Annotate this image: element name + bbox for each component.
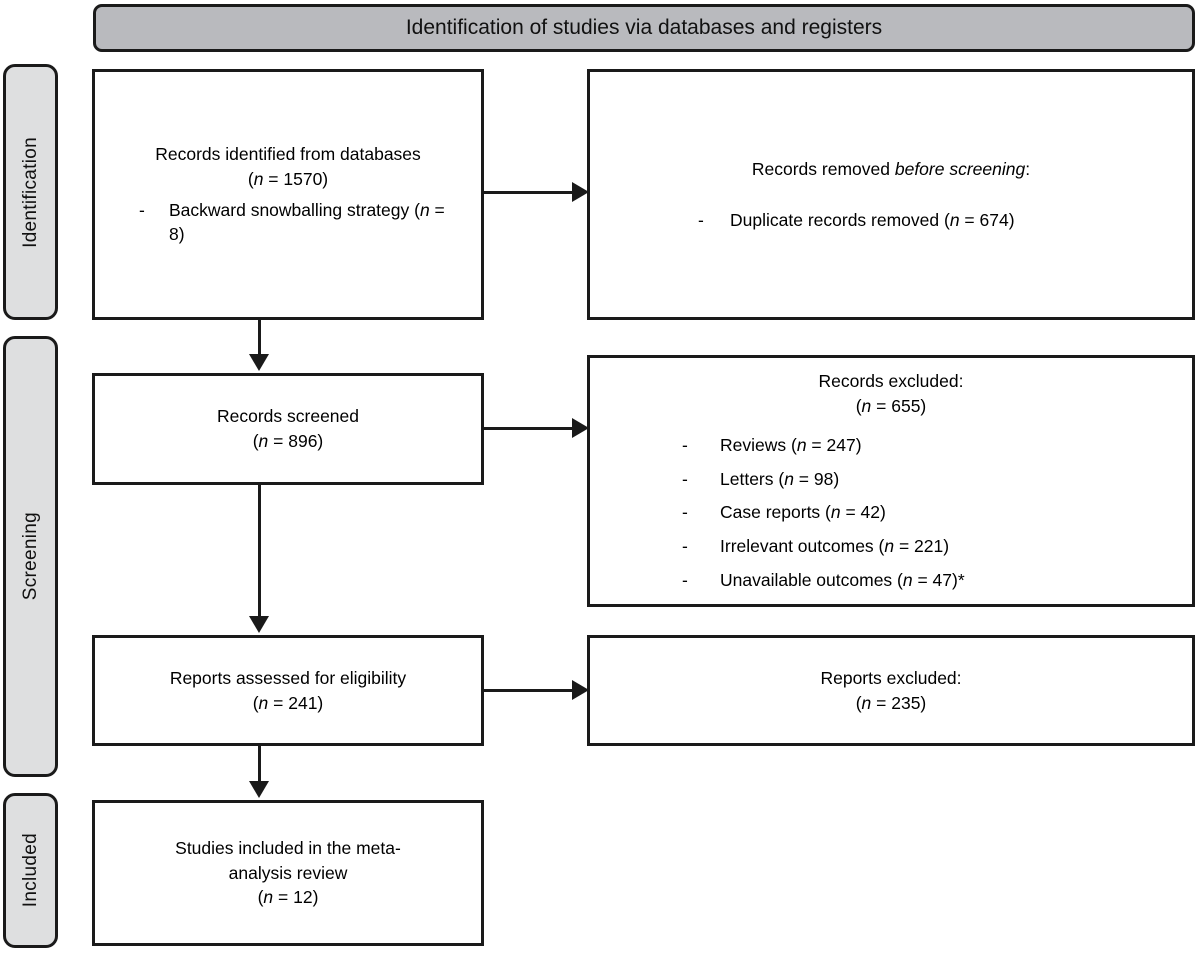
records-identified-count: (n = 1570) — [247, 168, 329, 189]
arrow-right-icon — [572, 418, 589, 438]
reports-excluded-count: (n = 235) — [855, 692, 927, 713]
stage-tab-identification-label: Identification — [19, 136, 41, 248]
connector-identified-to-removed — [484, 191, 574, 194]
bullet-text: Reviews (n = 247) — [720, 434, 862, 455]
bullet-text: Irrelevant outcomes (n = 221) — [720, 536, 950, 557]
stage-tab-screening-label: Screening — [19, 512, 41, 601]
studies-included-title-line1: Studies included in the meta- — [175, 837, 401, 858]
bullet-text: Case reports (n = 42) — [720, 502, 886, 523]
stage-tab-identification: Identification — [3, 64, 58, 320]
box-studies-included: Studies included in the meta- analysis r… — [92, 800, 484, 946]
records-excluded-bullets: - Reviews (n = 247) - Letters (n = 98) -… — [620, 433, 1162, 593]
bullet-text: Backward snowballing strategy (n = 8) — [169, 199, 445, 245]
arrow-down-icon — [249, 616, 269, 633]
bullet-dash: - — [698, 209, 704, 230]
bullet-dash: - — [682, 434, 688, 455]
bullet-text: Letters (n = 98) — [720, 468, 840, 489]
arrow-right-icon — [572, 182, 589, 202]
records-excluded-title: Records excluded: — [818, 371, 964, 392]
stage-tab-screening: Screening — [3, 336, 58, 777]
arrow-down-icon — [249, 354, 269, 371]
box-records-identified: Records identified from databases (n = 1… — [92, 69, 484, 320]
connector-assessed-to-reports-excluded — [484, 689, 574, 692]
arrow-down-icon — [249, 781, 269, 798]
diagram-banner-label: Identification of studies via databases … — [405, 16, 883, 39]
list-item: - Unavailable outcomes (n = 47)* — [620, 568, 1162, 593]
studies-included-count: (n = 12) — [257, 887, 319, 908]
reports-assessed-count: (n = 241) — [252, 692, 324, 713]
bullet-dash: - — [682, 536, 688, 557]
box-reports-excluded: Reports excluded: (n = 235) — [587, 635, 1195, 746]
reports-assessed-title: Reports assessed for eligibility — [169, 667, 407, 688]
bullet-text: Duplicate records removed (n = 674) — [730, 209, 1015, 230]
stage-tab-included-label: Included — [19, 833, 41, 908]
records-identified-title: Records identified from databases — [155, 143, 421, 164]
bullet-dash: - — [139, 199, 145, 220]
records-removed-title: Records removed before screening: — [751, 158, 1031, 179]
box-records-excluded: Records excluded: (n = 655) - Reviews (n… — [587, 355, 1195, 607]
list-item: - Reviews (n = 247) — [620, 433, 1162, 458]
connector-screened-to-assessed — [258, 485, 261, 617]
bullet-dash: - — [682, 468, 688, 489]
records-screened-title: Records screened — [216, 406, 360, 427]
box-records-screened: Records screened (n = 896) — [92, 373, 484, 485]
stage-tab-included: Included — [3, 793, 58, 948]
list-item: - Duplicate records removed (n = 674) — [620, 208, 1162, 233]
reports-excluded-title: Reports excluded: — [820, 667, 962, 688]
bullet-dash: - — [682, 502, 688, 523]
arrow-right-icon — [572, 680, 589, 700]
connector-assessed-to-included — [258, 746, 261, 782]
list-item: - Letters (n = 98) — [620, 467, 1162, 492]
bullet-dash: - — [682, 570, 688, 591]
connector-screened-to-records-excluded — [484, 427, 574, 430]
connector-identified-to-screened — [258, 320, 261, 356]
bullet-text: Unavailable outcomes (n = 47)* — [720, 570, 965, 591]
studies-included-title-line2: analysis review — [228, 862, 348, 883]
list-item: - Case reports (n = 42) — [620, 500, 1162, 525]
box-reports-assessed: Reports assessed for eligibility (n = 24… — [92, 635, 484, 746]
records-identified-bullets: - Backward snowballing strategy (n = 8) — [117, 198, 459, 248]
records-excluded-count: (n = 655) — [855, 395, 927, 416]
diagram-banner: Identification of studies via databases … — [93, 4, 1195, 52]
list-item: - Backward snowballing strategy (n = 8) — [117, 198, 459, 248]
records-removed-bullets: - Duplicate records removed (n = 674) — [620, 208, 1162, 233]
list-item: - Irrelevant outcomes (n = 221) — [620, 534, 1162, 559]
box-records-removed: Records removed before screening: - Dupl… — [587, 69, 1195, 320]
records-screened-count: (n = 896) — [252, 431, 324, 451]
